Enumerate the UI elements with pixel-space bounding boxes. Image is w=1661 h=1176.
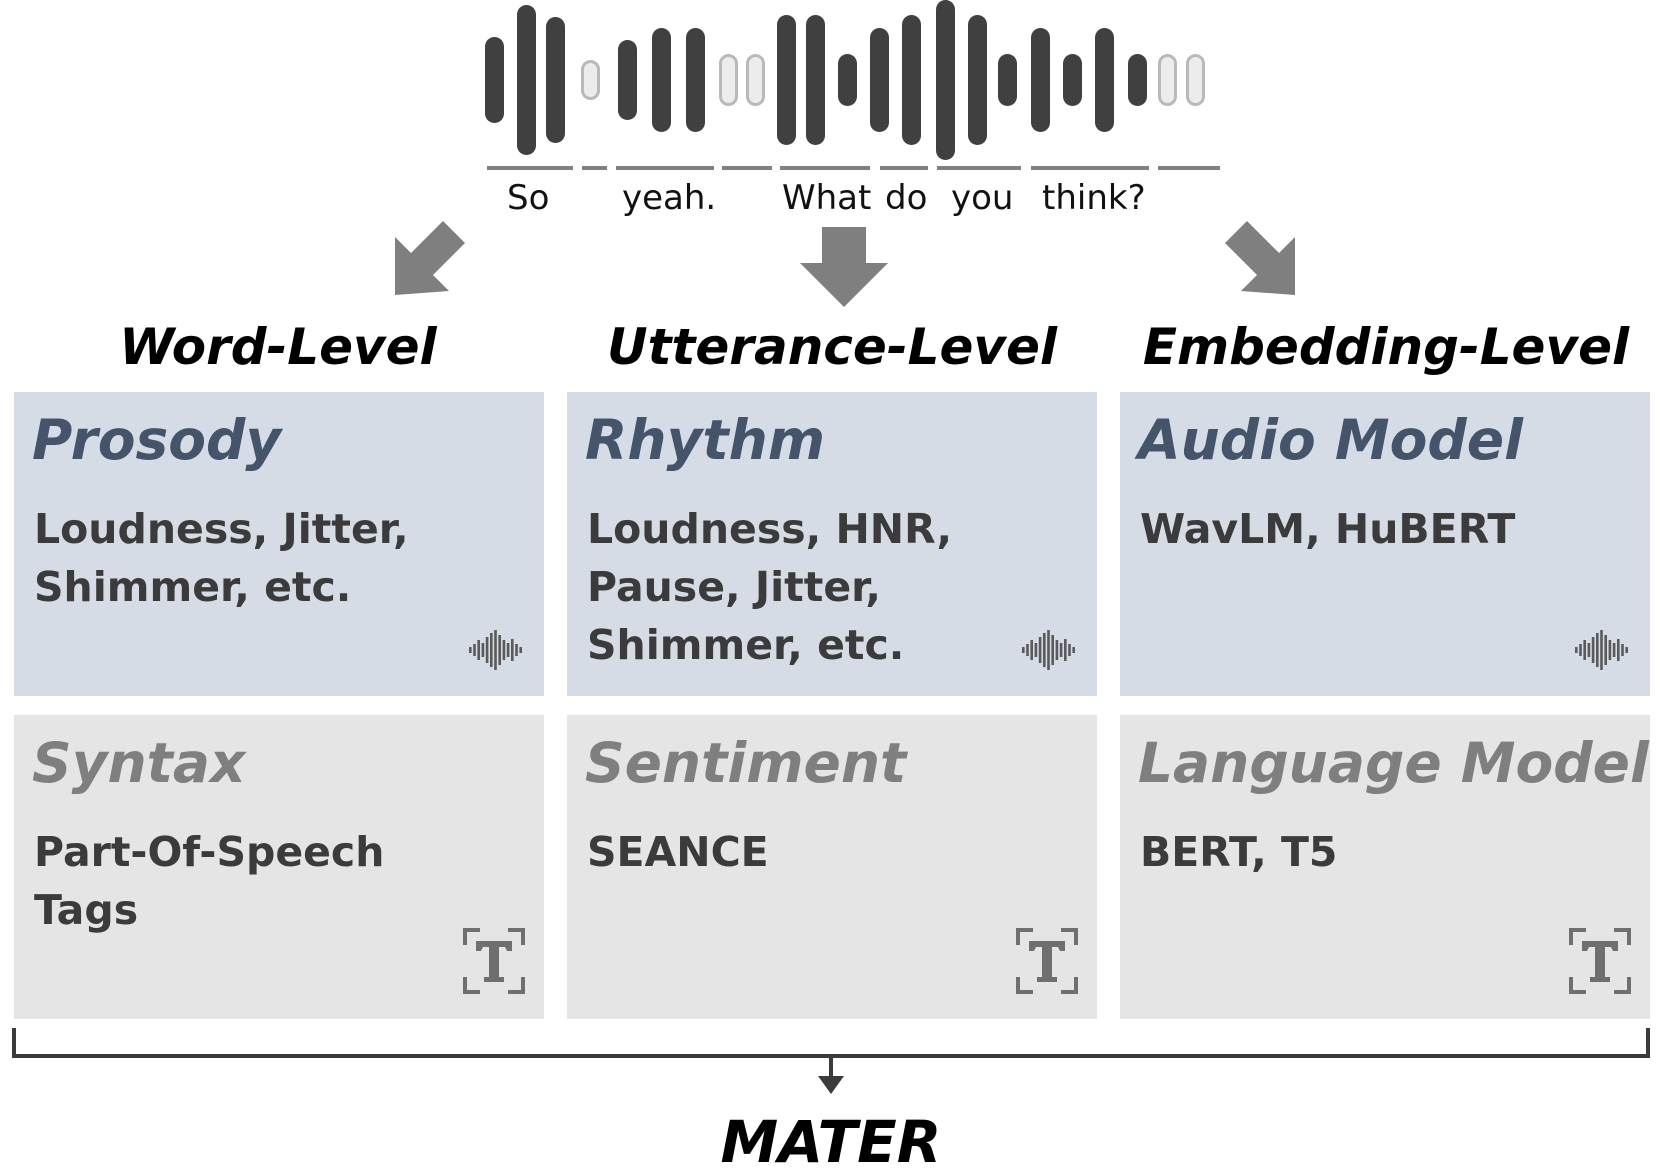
syntax-box: Syntax Part-Of-Speech Tags	[14, 715, 544, 1019]
waveform-bar	[936, 0, 955, 160]
waveform-icon	[1575, 630, 1628, 670]
word-level-heading: Word-Level	[119, 318, 437, 376]
rhythm-title: Rhythm	[585, 408, 826, 472]
prosody-box: Prosody Loudness, Jitter, Shimmer, etc.	[14, 392, 544, 696]
waveform-icon	[469, 630, 522, 670]
waveform-bar	[1186, 54, 1205, 106]
mater-label: MATER	[720, 1108, 942, 1176]
waveform-bar	[838, 54, 857, 106]
waveform-bar	[1031, 28, 1050, 132]
text-T-icon	[1016, 928, 1078, 994]
arrow-to-utterance-level	[800, 227, 888, 307]
syntax-features: Part-Of-Speech Tags	[34, 828, 385, 934]
transcript-word: yeah.	[622, 178, 717, 218]
waveform-bar	[902, 15, 921, 145]
pause-underline	[722, 166, 772, 170]
language-model-title: Language Model	[1138, 731, 1649, 795]
waveform-bar	[581, 60, 600, 100]
speech-waveform	[0, 0, 1661, 160]
waveform-bar	[998, 54, 1017, 106]
arrow-to-word-level	[395, 221, 465, 295]
transcript-word: think?	[1042, 178, 1146, 218]
sentiment-box: Sentiment SEANCE	[567, 715, 1097, 1019]
waveform-bar	[777, 15, 796, 145]
language-model-box: Language Model BERT, T5	[1120, 715, 1650, 1019]
waveform-bar	[1095, 28, 1114, 132]
transcript-word: you	[951, 178, 1014, 218]
rhythm-features: Loudness, HNR, Pause, Jitter, Shimmer, e…	[587, 505, 953, 669]
audio-model-box: Audio Model WavLM, HuBERT	[1120, 392, 1650, 696]
waveform-bar	[806, 15, 825, 145]
waveform-bar	[546, 17, 565, 143]
transcript-word: What	[782, 178, 872, 218]
language-model-features: BERT, T5	[1140, 828, 1338, 876]
waveform-bar	[1063, 54, 1082, 106]
waveform-bar	[517, 5, 536, 155]
waveform-bar	[485, 37, 504, 123]
combining-brace	[12, 1028, 1650, 1094]
pause-underline	[582, 166, 607, 170]
sentiment-features: SEANCE	[587, 828, 769, 876]
prosody-features: Loudness, Jitter, Shimmer, etc.	[34, 505, 409, 611]
waveform-bar	[1158, 54, 1177, 106]
transcript-word: do	[885, 178, 928, 218]
utterance-level-heading: Utterance-Level	[606, 318, 1058, 376]
waveform-bar	[968, 15, 987, 145]
transcript-word: So	[507, 178, 550, 218]
word-underline	[616, 166, 714, 170]
rhythm-box: Rhythm Loudness, HNR, Pause, Jitter, Shi…	[567, 392, 1097, 696]
arrow-to-embedding-level	[1225, 221, 1295, 295]
waveform-bar	[1128, 54, 1147, 106]
pause-underline	[1158, 166, 1220, 170]
waveform-bar	[618, 40, 637, 120]
waveform-bar	[746, 54, 765, 106]
word-underline	[1031, 166, 1149, 170]
prosody-title: Prosody	[32, 408, 282, 472]
waveform-bar	[686, 28, 705, 132]
sentiment-title: Sentiment	[585, 731, 907, 795]
word-underline	[487, 166, 573, 170]
waveform-bar	[870, 28, 889, 132]
text-T-icon	[1569, 928, 1631, 994]
word-underline	[937, 166, 1021, 170]
word-underline	[880, 166, 928, 170]
waveform-bar	[652, 28, 671, 132]
audio-model-title: Audio Model	[1138, 408, 1523, 472]
word-underline	[780, 166, 870, 170]
waveform-icon	[1022, 630, 1075, 670]
text-T-icon	[463, 928, 525, 994]
audio-model-features: WavLM, HuBERT	[1140, 505, 1516, 553]
syntax-title: Syntax	[32, 731, 246, 795]
waveform-bar	[719, 54, 738, 106]
embedding-level-heading: Embedding-Level	[1142, 318, 1630, 376]
